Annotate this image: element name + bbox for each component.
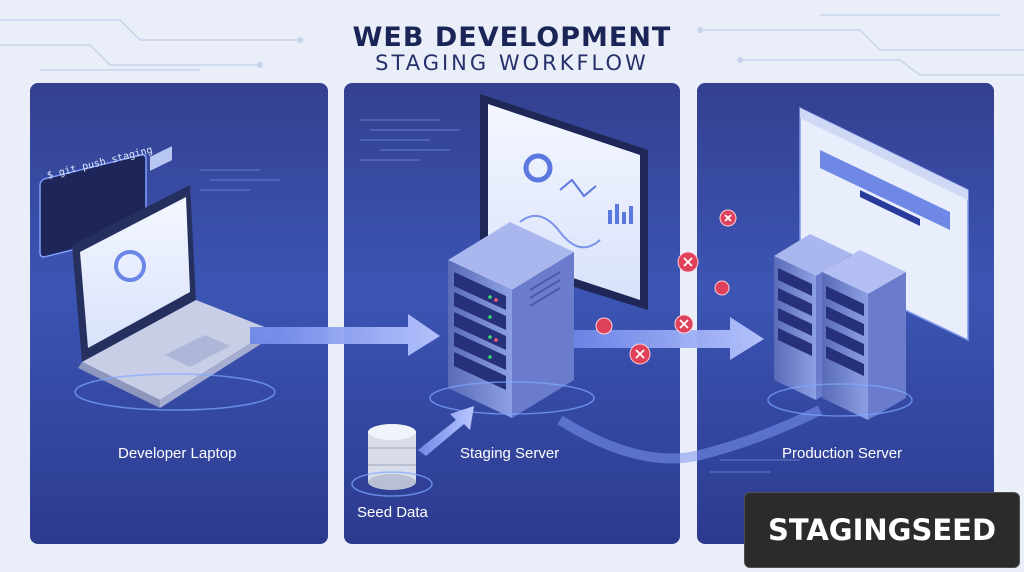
server-rack-icon [429, 222, 595, 418]
arrow-seed-to-staging [418, 406, 474, 456]
browser-window-icon [799, 106, 969, 342]
label-production-server: Production Server [782, 445, 903, 462]
page-subtitle: STAGING WORKFLOW [375, 51, 649, 75]
watermark-badge: STAGINGSEED [744, 492, 1020, 568]
database-icon [351, 424, 433, 497]
label-staging-server: Staging Server [460, 445, 560, 462]
label-seed-data: Seed Data [357, 504, 428, 521]
laptop-icon [72, 146, 276, 411]
arrow-laptop-to-staging [250, 314, 440, 356]
label-developer-laptop: Developer Laptop [118, 445, 237, 462]
arrow-staging-to-production [574, 317, 764, 360]
flow-curve [557, 405, 823, 464]
server-rack-icon [767, 234, 913, 420]
page-title: WEB DEVELOPMENT [352, 22, 672, 53]
